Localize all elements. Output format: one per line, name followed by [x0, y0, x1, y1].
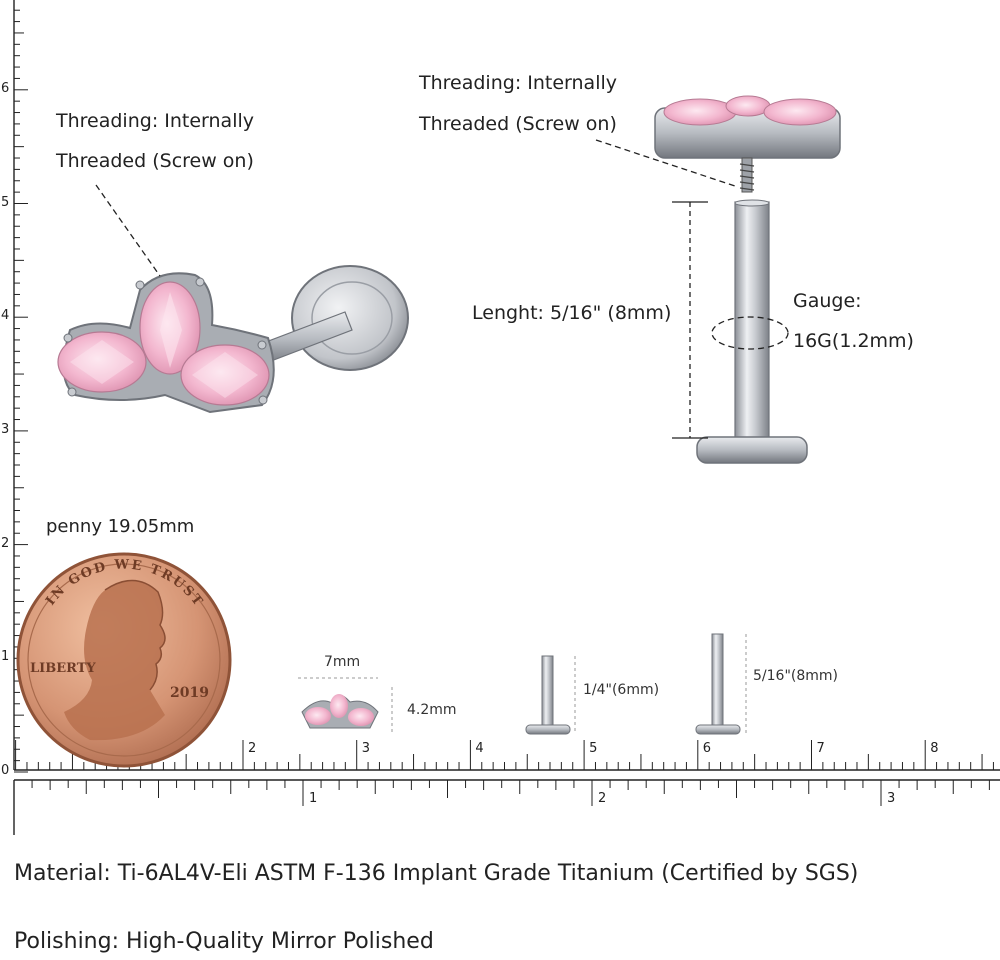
- vertical-scale-number: 4: [1, 308, 10, 324]
- vertical-scale-number: 6: [1, 80, 10, 96]
- length-dimension: [672, 201, 708, 439]
- top-ruler-number: 2: [248, 741, 257, 756]
- mini-top-image: [298, 677, 393, 732]
- top-ruler: [14, 740, 1000, 771]
- vertical-scale-number: 3: [1, 421, 10, 437]
- top-ruler-number: 5: [589, 741, 598, 756]
- mini-top-width-label: 7mm: [324, 654, 361, 670]
- top-ruler-number: 7: [816, 741, 825, 756]
- vertical-scale-number: 5: [1, 194, 10, 210]
- detached-top-image: [654, 95, 841, 193]
- gauge-label: Gauge:: [793, 290, 862, 312]
- top-ruler-number: 4: [475, 741, 484, 756]
- bottom-ruler-number: 2: [598, 791, 607, 806]
- left-threading-label-line2: Threaded (Screw on): [56, 150, 254, 172]
- mini-post-long-label: 5/16"(8mm): [753, 668, 838, 684]
- penny-caption: penny 19.05mm: [46, 516, 195, 537]
- right-threading-leader: [595, 139, 736, 187]
- penny-year-text: 2019: [170, 685, 209, 701]
- right-threading-label-line2: Threaded (Screw on): [419, 113, 617, 135]
- mini-post-long-image: [695, 633, 747, 735]
- top-ruler-number: 3: [361, 741, 370, 756]
- mini-post-short-label: 1/4"(6mm): [583, 682, 660, 698]
- mini-post-short-image: [525, 655, 576, 735]
- top-ruler-number: 6: [702, 741, 712, 756]
- labret-post-image: [696, 199, 808, 464]
- penny-liberty-text: LIBERTY: [30, 661, 96, 676]
- polishing-text: Polishing: High-Quality Mirror Polished: [14, 929, 434, 954]
- vertical-scale-number: 1: [1, 649, 10, 665]
- vertical-scale-number: 0: [1, 763, 10, 778]
- assembled-labret-image: [57, 265, 409, 414]
- left-threading-leader: [95, 184, 161, 277]
- left-threading-label-line1: Threading: Internally: [56, 110, 255, 132]
- vertical-scale-number: 2: [1, 535, 10, 551]
- bottom-ruler-number: 3: [887, 791, 896, 806]
- top-ruler-number: 8: [930, 741, 939, 756]
- gauge-value: 16G(1.2mm): [793, 330, 914, 352]
- vertical-scale: [13, 0, 28, 773]
- bottom-ruler: [13, 779, 1000, 835]
- material-text: Material: Ti-6AL4V-Eli ASTM F-136 Implan…: [14, 861, 859, 886]
- length-label: Lenght: 5/16" (8mm): [472, 302, 672, 324]
- bottom-ruler-number: 1: [309, 791, 318, 806]
- right-threading-label-line1: Threading: Internally: [419, 72, 618, 94]
- gauge-marker: [711, 316, 789, 350]
- penny-image: LIBERTY 2019 IN GOD WE TRUST: [16, 552, 232, 768]
- mini-top-height-label: 4.2mm: [407, 702, 457, 718]
